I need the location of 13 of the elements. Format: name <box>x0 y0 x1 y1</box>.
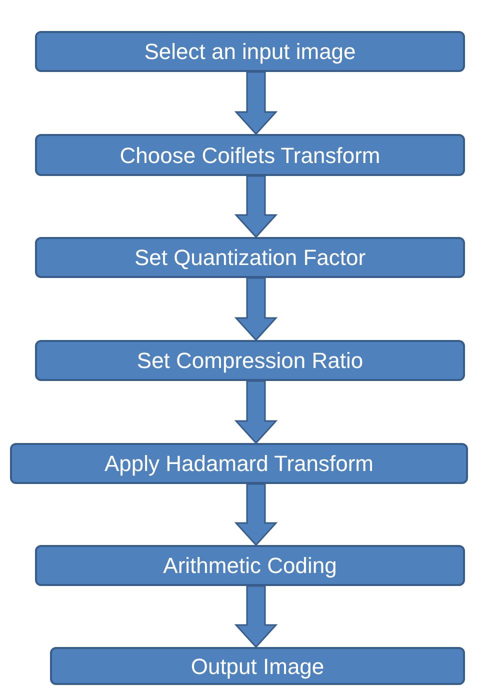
process-box: Choose Coiflets Transform <box>35 134 465 176</box>
process-box: Set Quantization Factor <box>35 237 465 278</box>
block-arrow <box>234 175 278 238</box>
process-box: Arithmetic Coding <box>35 545 465 586</box>
process-box: Output Image <box>50 647 465 685</box>
block-arrow <box>234 380 278 444</box>
process-box: Select an input image <box>35 31 465 72</box>
process-box: Apply Hadamard Transform <box>10 443 468 484</box>
block-arrow <box>234 277 278 342</box>
block-arrow <box>234 585 278 648</box>
block-arrow <box>234 71 278 136</box>
block-arrow <box>234 483 278 546</box>
process-box: Set Compression Ratio <box>35 340 465 381</box>
